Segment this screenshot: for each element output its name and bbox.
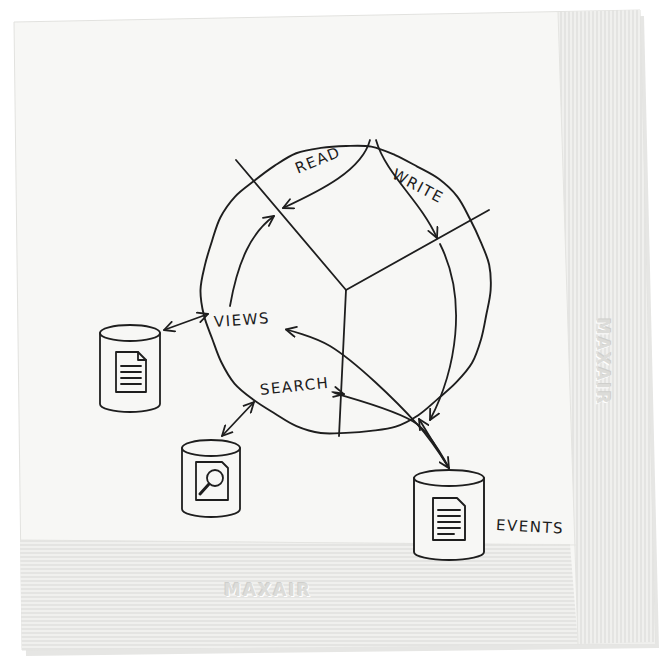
flow-connector (419, 419, 449, 468)
document-fold (138, 352, 146, 360)
cylinder-outline (408, 462, 568, 564)
napkin-emboss-band (558, 10, 655, 644)
watermark: MAXAIR (594, 318, 611, 406)
node-text: VIEWS (213, 311, 270, 330)
flow-connector (332, 392, 449, 468)
database-cylinder (414, 470, 484, 560)
cylinder-rim (100, 333, 160, 341)
document-icon (196, 462, 228, 500)
document-icon (116, 352, 146, 392)
read-arrow (283, 140, 370, 208)
napkin-sheet (14, 10, 655, 650)
document-lines (121, 366, 141, 384)
napkin-emboss-band (20, 540, 655, 650)
segment-divider (346, 210, 489, 290)
cylinder-rim (414, 478, 484, 486)
magnifier-handle (200, 484, 209, 494)
circle-outline (200, 146, 490, 434)
segment-divider (236, 160, 346, 290)
emboss-edge (558, 12, 578, 644)
circle-outline (200, 140, 492, 440)
events-store: EVENTS (408, 462, 568, 564)
views-node: VIEWS (210, 310, 286, 336)
database-cylinder (100, 325, 160, 412)
store-link-arrow (222, 402, 254, 436)
node-text: EVENTS (496, 518, 565, 537)
node-text: READ (293, 145, 343, 177)
segment-divider (339, 290, 346, 436)
emboss-edge (20, 540, 578, 545)
document-lines (438, 510, 460, 534)
node-text: SEARCH (259, 376, 330, 398)
database-cylinder (182, 440, 240, 517)
views-read-arrow (230, 216, 274, 306)
search-node: SEARCH (256, 378, 344, 404)
watermark: MAXAIR (224, 582, 312, 599)
node-text: WRITE (389, 167, 445, 206)
circle-node: READ WRITE VIEWS SEARCH (200, 140, 492, 440)
store-link-arrow (164, 314, 208, 330)
flow-connector (286, 330, 449, 469)
cylinder-rim (182, 448, 240, 456)
document-icon (433, 498, 465, 540)
